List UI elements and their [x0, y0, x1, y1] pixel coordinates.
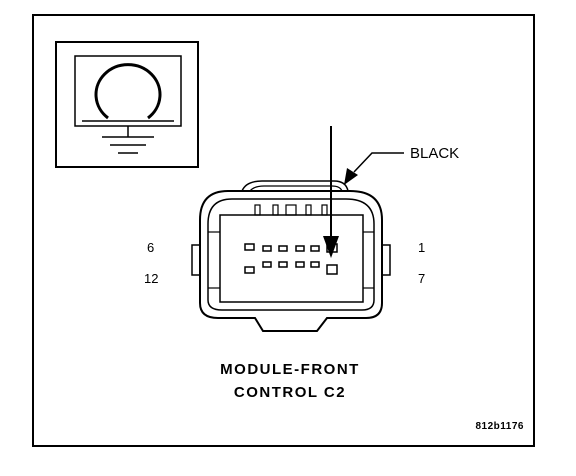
pin-label-6: 6 — [147, 240, 154, 255]
terminal-pin — [244, 266, 255, 274]
terminal-row-top — [244, 243, 338, 253]
pin-label-12: 12 — [144, 271, 158, 286]
terminal-pin — [295, 261, 305, 268]
pin-label-7: 7 — [418, 271, 425, 286]
probe-arrow — [323, 126, 339, 258]
color-callout: BLACK — [344, 145, 459, 185]
terminal-pin — [326, 264, 338, 275]
ground-symbol-icon — [55, 41, 199, 168]
terminal-pin — [262, 261, 272, 268]
terminal-pin — [310, 245, 320, 252]
terminal-pin — [278, 245, 288, 252]
figure-code: 812b1176 — [476, 421, 525, 432]
terminal-row-bottom — [244, 261, 338, 275]
caption-line-2: CONTROL C2 — [234, 384, 346, 401]
outer-frame — [32, 14, 535, 447]
connector-housing — [191, 180, 391, 332]
caption-line-1: MODULE-FRONT — [220, 361, 360, 378]
color-label: BLACK — [410, 145, 459, 162]
terminal-pin — [278, 261, 288, 268]
pin-label-1: 1 — [418, 240, 425, 255]
terminal-pin — [310, 261, 320, 268]
terminal-pin — [262, 245, 272, 252]
terminal-pin — [244, 243, 255, 251]
terminal-pin — [295, 245, 305, 252]
